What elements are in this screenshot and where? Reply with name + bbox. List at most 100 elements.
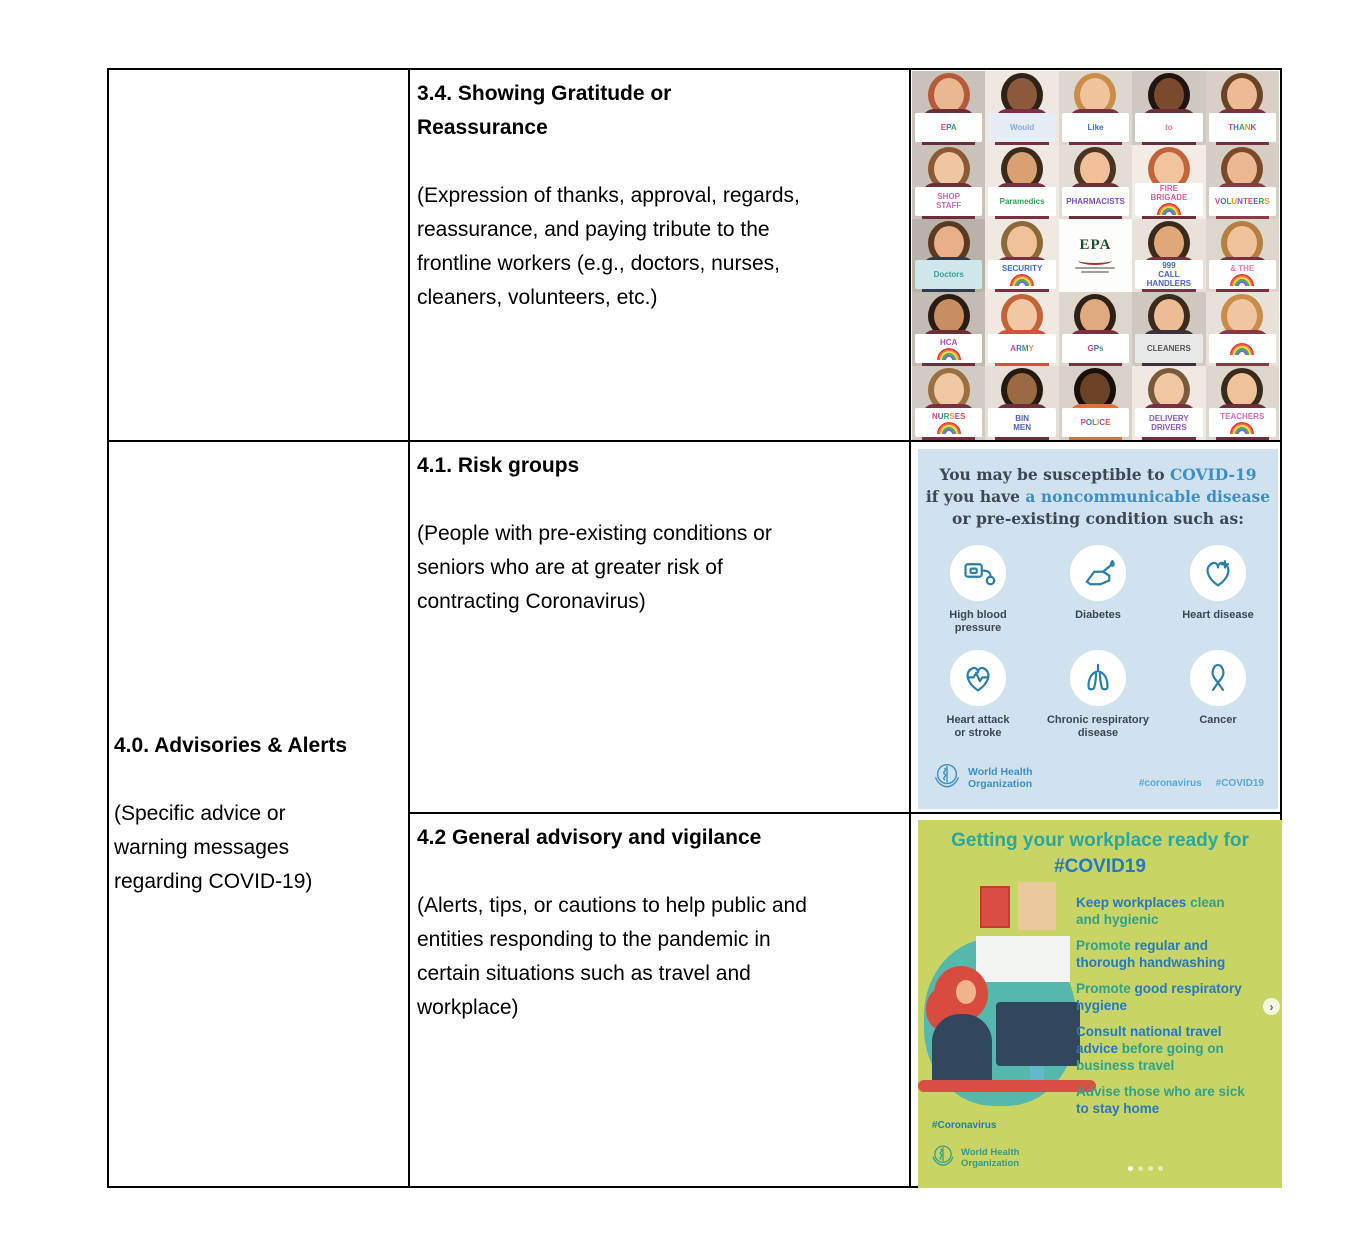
sign-text: 999 CALL HANDLERS: [1146, 261, 1192, 289]
sign-text: EPA: [940, 122, 957, 132]
thank-you-sign: HCA: [915, 334, 983, 364]
thank-you-sign: CLEANERS: [1135, 334, 1203, 364]
collage-tile: FIRE BRIGADE: [1132, 144, 1206, 219]
sign-text: to: [1165, 122, 1173, 132]
thank-you-sign: BIN MEN: [988, 408, 1056, 437]
collage-tile: TEACHERS: [1205, 366, 1279, 440]
child-face: [1153, 78, 1184, 112]
collage-tile: EPA: [912, 71, 986, 145]
thank-you-sign: 999 CALL HANDLERS: [1135, 260, 1203, 290]
table-cell-category-4-1: 4.1. Risk groups (People with pre-existi…: [410, 442, 911, 814]
sign-text: CLEANERS: [1146, 344, 1191, 354]
sign-text: Like: [1087, 122, 1104, 132]
table-cell-example-4-1: You may be susceptible to COVID-19 if you…: [911, 442, 1280, 814]
sign-text: PHARMACISTS: [1066, 196, 1125, 206]
diabetes-icon: [1070, 545, 1126, 601]
thank-you-sign: SHOP STAFF: [915, 186, 983, 216]
collage-tile: Like: [1058, 71, 1133, 145]
who-logo: World Health Organization: [930, 1142, 1019, 1173]
sign-text: VOLUNTEERS: [1214, 196, 1270, 206]
sign-text: NURSES: [932, 411, 966, 421]
text-segment: You may be susceptible to: [939, 465, 1170, 484]
sign-text: THANK: [1228, 122, 1257, 132]
collage-tile: CLEANERS: [1132, 292, 1206, 367]
sign-text: SHOP STAFF: [936, 192, 962, 211]
thank-you-sign: DELIVERY DRIVERS: [1135, 408, 1203, 437]
workplace-tip: Keep workplaces clean and hygienic: [1076, 894, 1276, 928]
risk-item-label: Chronic respiratory disease: [1046, 714, 1150, 739]
collage-tile: POLICE: [1058, 366, 1133, 440]
text-segment: clean and hygienic: [1076, 895, 1225, 927]
hashtag-covid19: #COVID19: [1215, 778, 1264, 789]
child-face: [933, 299, 964, 334]
text-segment: COVID-19: [1169, 465, 1257, 484]
thank-you-sign: NURSES: [915, 408, 983, 437]
thank-you-sign: [1208, 334, 1276, 364]
collage-tile: Doctors: [912, 218, 986, 293]
child-face: [1227, 299, 1258, 334]
collage-tile: PHARMACISTS: [1058, 144, 1133, 219]
thank-you-sign: Paramedics: [988, 186, 1056, 216]
category-4-2-description: (Alerts, tips, or cautions to help publi…: [417, 894, 807, 1019]
risk-item-label: Heart disease: [1182, 609, 1254, 621]
sign-text: Paramedics: [999, 196, 1045, 206]
collage-tile: to: [1132, 71, 1206, 145]
child-face: [1007, 225, 1038, 260]
child-face: [1227, 78, 1258, 112]
child-face: [933, 373, 964, 408]
codebook-table: 3.4. Showing Gratitude or Reassurance (E…: [107, 68, 1282, 1188]
workplace-tip: Promote regular and thorough handwashing: [1076, 937, 1276, 971]
text-segment: Promote: [1076, 938, 1135, 953]
text-segment: if you have: [925, 487, 1026, 506]
thank-you-sign: to: [1135, 112, 1203, 142]
collage-tile: 999 CALL HANDLERS: [1132, 218, 1206, 293]
collage-tile: SECURITY: [985, 218, 1059, 293]
cancer-ribbon-icon: [1190, 650, 1246, 706]
collage-tile: DELIVERY DRIVERS: [1132, 366, 1206, 440]
category-4-2-title: 4.2 General advisory and vigilance: [417, 826, 762, 849]
heart-disease-icon: [1190, 545, 1246, 601]
collage-tile: NURSES: [912, 366, 986, 440]
child-face: [1080, 78, 1111, 112]
child-face: [933, 78, 964, 112]
table-cell-example-4-2: Getting your workplace ready for #COVID1…: [911, 814, 1282, 1188]
child-face: [1007, 151, 1038, 186]
child-face: [1080, 299, 1111, 334]
epa-logo-text: EPA: [1079, 237, 1112, 254]
text-segment: or pre-existing condition such as:: [952, 509, 1244, 528]
who-logo-text: World Health Organization: [968, 765, 1033, 790]
child-face: [1153, 373, 1184, 408]
thank-you-sign: FIRE BRIGADE: [1135, 182, 1203, 216]
risk-item: High blood pressure: [918, 545, 1038, 650]
collage-tile: THANK: [1205, 71, 1279, 145]
category-3-4-title: 3.4. Showing Gratitude or Reassurance: [417, 82, 672, 139]
who-emblem-icon: [930, 1142, 956, 1173]
category-4-1-title: 4.1. Risk groups: [417, 454, 580, 477]
text-segment: Promote: [1076, 981, 1135, 996]
infographic-heading: You may be susceptible to COVID-19 if you…: [918, 464, 1278, 530]
who-emblem-icon: [932, 760, 962, 795]
thank-you-sign: ARMY: [988, 334, 1056, 364]
child-face: [1227, 373, 1258, 408]
thank-you-sign: VOLUNTEERS: [1208, 186, 1276, 216]
table-cell-category-4-0: 4.0. Advisories & Alerts (Specific advic…: [109, 442, 410, 1186]
heading-line: or pre-existing condition such as:: [918, 508, 1278, 530]
sign-text: SECURITY: [1001, 263, 1043, 273]
sign-text: FIRE BRIGADE: [1150, 183, 1188, 202]
sign-text: BIN MEN: [1013, 413, 1031, 432]
collage-tile: & THE: [1205, 218, 1279, 293]
category-4-0-description: (Specific advice or warning messages reg…: [114, 802, 313, 893]
sign-text: Doctors: [933, 270, 964, 280]
thank-you-sign: Would: [988, 112, 1056, 142]
illustration-desk: [918, 1080, 1096, 1092]
child-face: [1007, 299, 1038, 334]
heart-attack-icon: [950, 650, 1006, 706]
thank-you-sign: EPA: [915, 112, 983, 142]
workplace-tip: Consult national travel advice before go…: [1076, 1023, 1276, 1074]
risk-item-label: Cancer: [1199, 714, 1237, 726]
rainbow-drawing: [1010, 273, 1035, 286]
collage-tile: BIN MEN: [985, 366, 1059, 440]
table-cell-category-3-4: 3.4. Showing Gratitude or Reassurance (E…: [410, 70, 911, 442]
